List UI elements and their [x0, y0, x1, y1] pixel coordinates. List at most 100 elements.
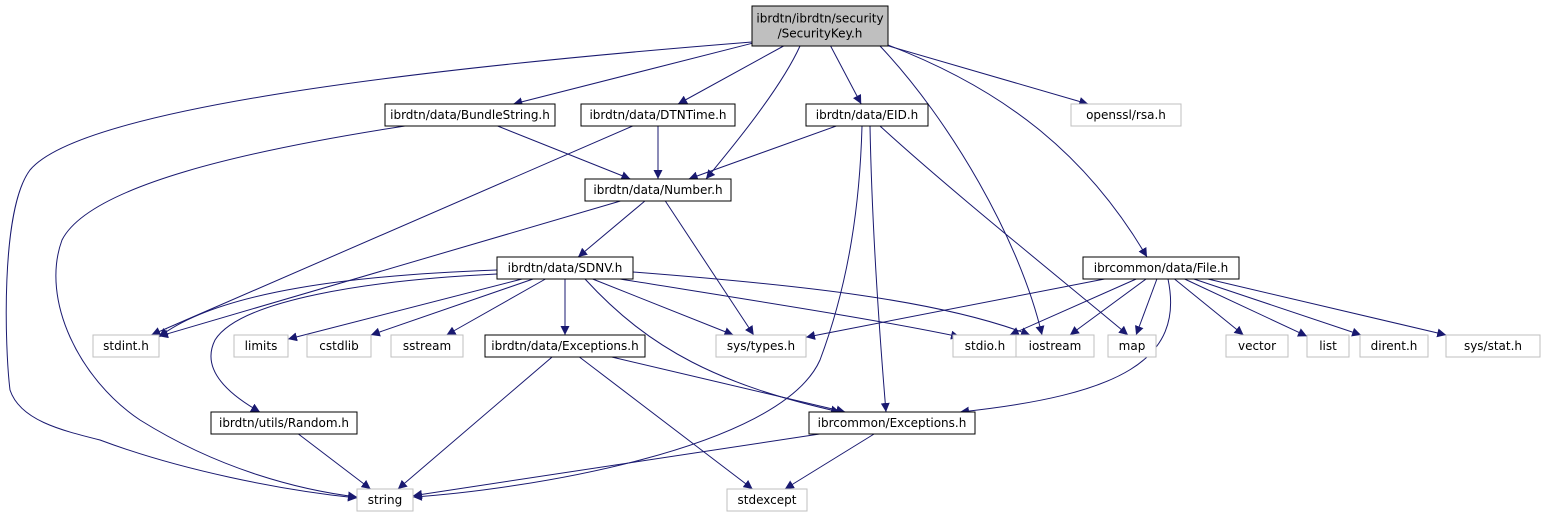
- edge-file-to-commonexceptions: [959, 278, 1172, 416]
- edge-number-to-sdnv: [577, 200, 646, 258]
- edge-eid-to-map: [879, 125, 1129, 336]
- edge-file-to-iostream: [1069, 278, 1147, 336]
- node-box-systypes: [715, 334, 807, 358]
- node-label-rsa: openssl/rsa.h: [1086, 108, 1166, 122]
- node-box-rsa: [1070, 103, 1182, 127]
- node-sdnv[interactable]: ibrdtn/data/SDNV.h: [496, 256, 634, 280]
- node-limits: limits: [233, 334, 289, 358]
- node-box-vector: [1225, 334, 1289, 358]
- edge-root-to-bundlestring: [513, 42, 753, 107]
- node-label-dataexceptions: ibrdtn/data/Exceptions.h: [491, 339, 638, 353]
- edge-sdnv-to-commonexceptions: [584, 278, 841, 415]
- node-systypes: sys/types.h: [715, 334, 807, 358]
- node-box-eid: [805, 103, 929, 127]
- node-box-sysstat: [1445, 334, 1541, 358]
- node-label-number: ibrdtn/data/Number.h: [593, 183, 722, 197]
- edge-sdnv-to-stdint: [158, 269, 498, 338]
- node-random[interactable]: ibrdtn/utils/Random.h: [210, 411, 358, 435]
- node-label-limits: limits: [245, 339, 278, 353]
- edge-commonexceptions-to-string: [412, 433, 820, 499]
- node-label-stdio: stdio.h: [965, 339, 1005, 353]
- node-box-sdnv: [496, 256, 634, 280]
- node-label-string: string: [368, 493, 402, 507]
- edge-dataexceptions-to-string: [397, 356, 553, 490]
- edge-sdnv-to-limits: [287, 278, 523, 342]
- node-label-iostream: iostream: [1029, 339, 1082, 353]
- edge-commonexceptions-to-stdexcept: [784, 433, 875, 490]
- node-stdint: stdint.h: [92, 334, 160, 358]
- node-box-dtntime: [580, 103, 736, 127]
- node-label-dirent: dirent.h: [1371, 339, 1418, 353]
- edge-bundlestring-to-number: [497, 125, 631, 180]
- edge-root-to-iostream: [879, 45, 1045, 336]
- node-rsa: openssl/rsa.h: [1070, 103, 1182, 127]
- edge-root-to-string: [5, 41, 753, 502]
- node-box-map: [1107, 334, 1157, 358]
- node-number[interactable]: ibrdtn/data/Number.h: [584, 178, 732, 202]
- node-box-limits: [233, 334, 289, 358]
- node-label-sdnv: ibrdtn/data/SDNV.h: [508, 261, 623, 275]
- node-dirent: dirent.h: [1359, 334, 1429, 358]
- node-sysstat: sys/stat.h: [1445, 334, 1541, 358]
- edge-sdnv-to-cstdlib: [370, 278, 534, 337]
- edge-number-to-stdint: [158, 200, 621, 339]
- node-box-dirent: [1359, 334, 1429, 358]
- edge-eid-to-string: [412, 125, 863, 501]
- edge-sdnv-to-random: [210, 273, 498, 413]
- edge-dataexceptions-to-commonexceptions: [611, 356, 846, 415]
- edge-file-to-list: [1184, 278, 1308, 337]
- node-box-root: [751, 5, 889, 47]
- node-box-stdexcept: [726, 488, 808, 512]
- node-box-file: [1082, 256, 1240, 280]
- node-bundlestring[interactable]: ibrdtn/data/BundleString.h: [384, 103, 556, 127]
- dependency-edges: [5, 41, 1447, 502]
- node-iostream: iostream: [1015, 334, 1095, 358]
- node-label-file: ibrcommon/data/File.h: [1094, 261, 1229, 275]
- node-box-random: [210, 411, 358, 435]
- node-box-list: [1306, 334, 1350, 358]
- node-label-commonexceptions: ibrcommon/Exceptions.h: [818, 416, 967, 430]
- node-label-systypes: sys/types.h: [727, 339, 795, 353]
- edge-root-to-file: [879, 41, 1148, 258]
- edge-root-to-dtntime: [677, 45, 784, 105]
- node-label-map: map: [1119, 339, 1146, 353]
- node-root: ibrdtn/ibrdtn/security/SecurityKey.h: [751, 5, 889, 47]
- node-label-bundlestring: ibrdtn/data/BundleString.h: [390, 108, 550, 122]
- edge-file-to-dirent: [1193, 278, 1362, 337]
- edge-number-to-systypes: [664, 200, 755, 336]
- node-sstream: sstream: [390, 334, 464, 358]
- node-file[interactable]: ibrcommon/data/File.h: [1082, 256, 1240, 280]
- node-commonexceptions[interactable]: ibrcommon/Exceptions.h: [808, 411, 976, 435]
- node-dtntime[interactable]: ibrdtn/data/DTNTime.h: [580, 103, 736, 127]
- node-box-iostream: [1015, 334, 1095, 358]
- dependency-nodes: ibrdtn/ibrdtn/security/SecurityKey.hibrd…: [92, 5, 1541, 512]
- node-stdio: stdio.h: [952, 334, 1018, 358]
- edge-root-to-rsa: [887, 45, 1089, 106]
- node-label-stdexcept: stdexcept: [738, 493, 797, 507]
- node-box-number: [584, 178, 732, 202]
- node-label-eid: ibrdtn/data/EID.h: [816, 108, 919, 122]
- node-eid[interactable]: ibrdtn/data/EID.h: [805, 103, 929, 127]
- node-label-cstdlib: cstdlib: [319, 339, 358, 353]
- node-box-string: [356, 488, 414, 512]
- node-label-sstream: sstream: [403, 339, 451, 353]
- edge-dtntime-to-stdint: [151, 125, 633, 336]
- edge-dataexceptions-to-stdexcept: [579, 356, 753, 490]
- node-box-sstream: [390, 334, 464, 358]
- node-label-vector: vector: [1238, 339, 1276, 353]
- node-label-random: ibrdtn/utils/Random.h: [219, 416, 349, 430]
- node-label-root-line-0: ibrdtn/ibrdtn/security: [756, 12, 883, 26]
- node-dataexceptions[interactable]: ibrdtn/data/Exceptions.h: [484, 334, 646, 358]
- edge-random-to-string: [298, 433, 371, 490]
- node-label-root-line-1: /SecurityKey.h: [778, 27, 863, 41]
- edge-bundlestring-to-string: [55, 125, 406, 501]
- edge-file-to-systypes: [805, 278, 1105, 340]
- node-list: list: [1306, 334, 1350, 358]
- node-map: map: [1107, 334, 1157, 358]
- node-label-list: list: [1319, 339, 1337, 353]
- edge-file-to-sysstat: [1207, 278, 1447, 338]
- edge-root-to-number: [705, 45, 801, 180]
- node-box-bundlestring: [384, 103, 556, 127]
- node-box-stdint: [92, 334, 160, 358]
- node-box-commonexceptions: [808, 411, 976, 435]
